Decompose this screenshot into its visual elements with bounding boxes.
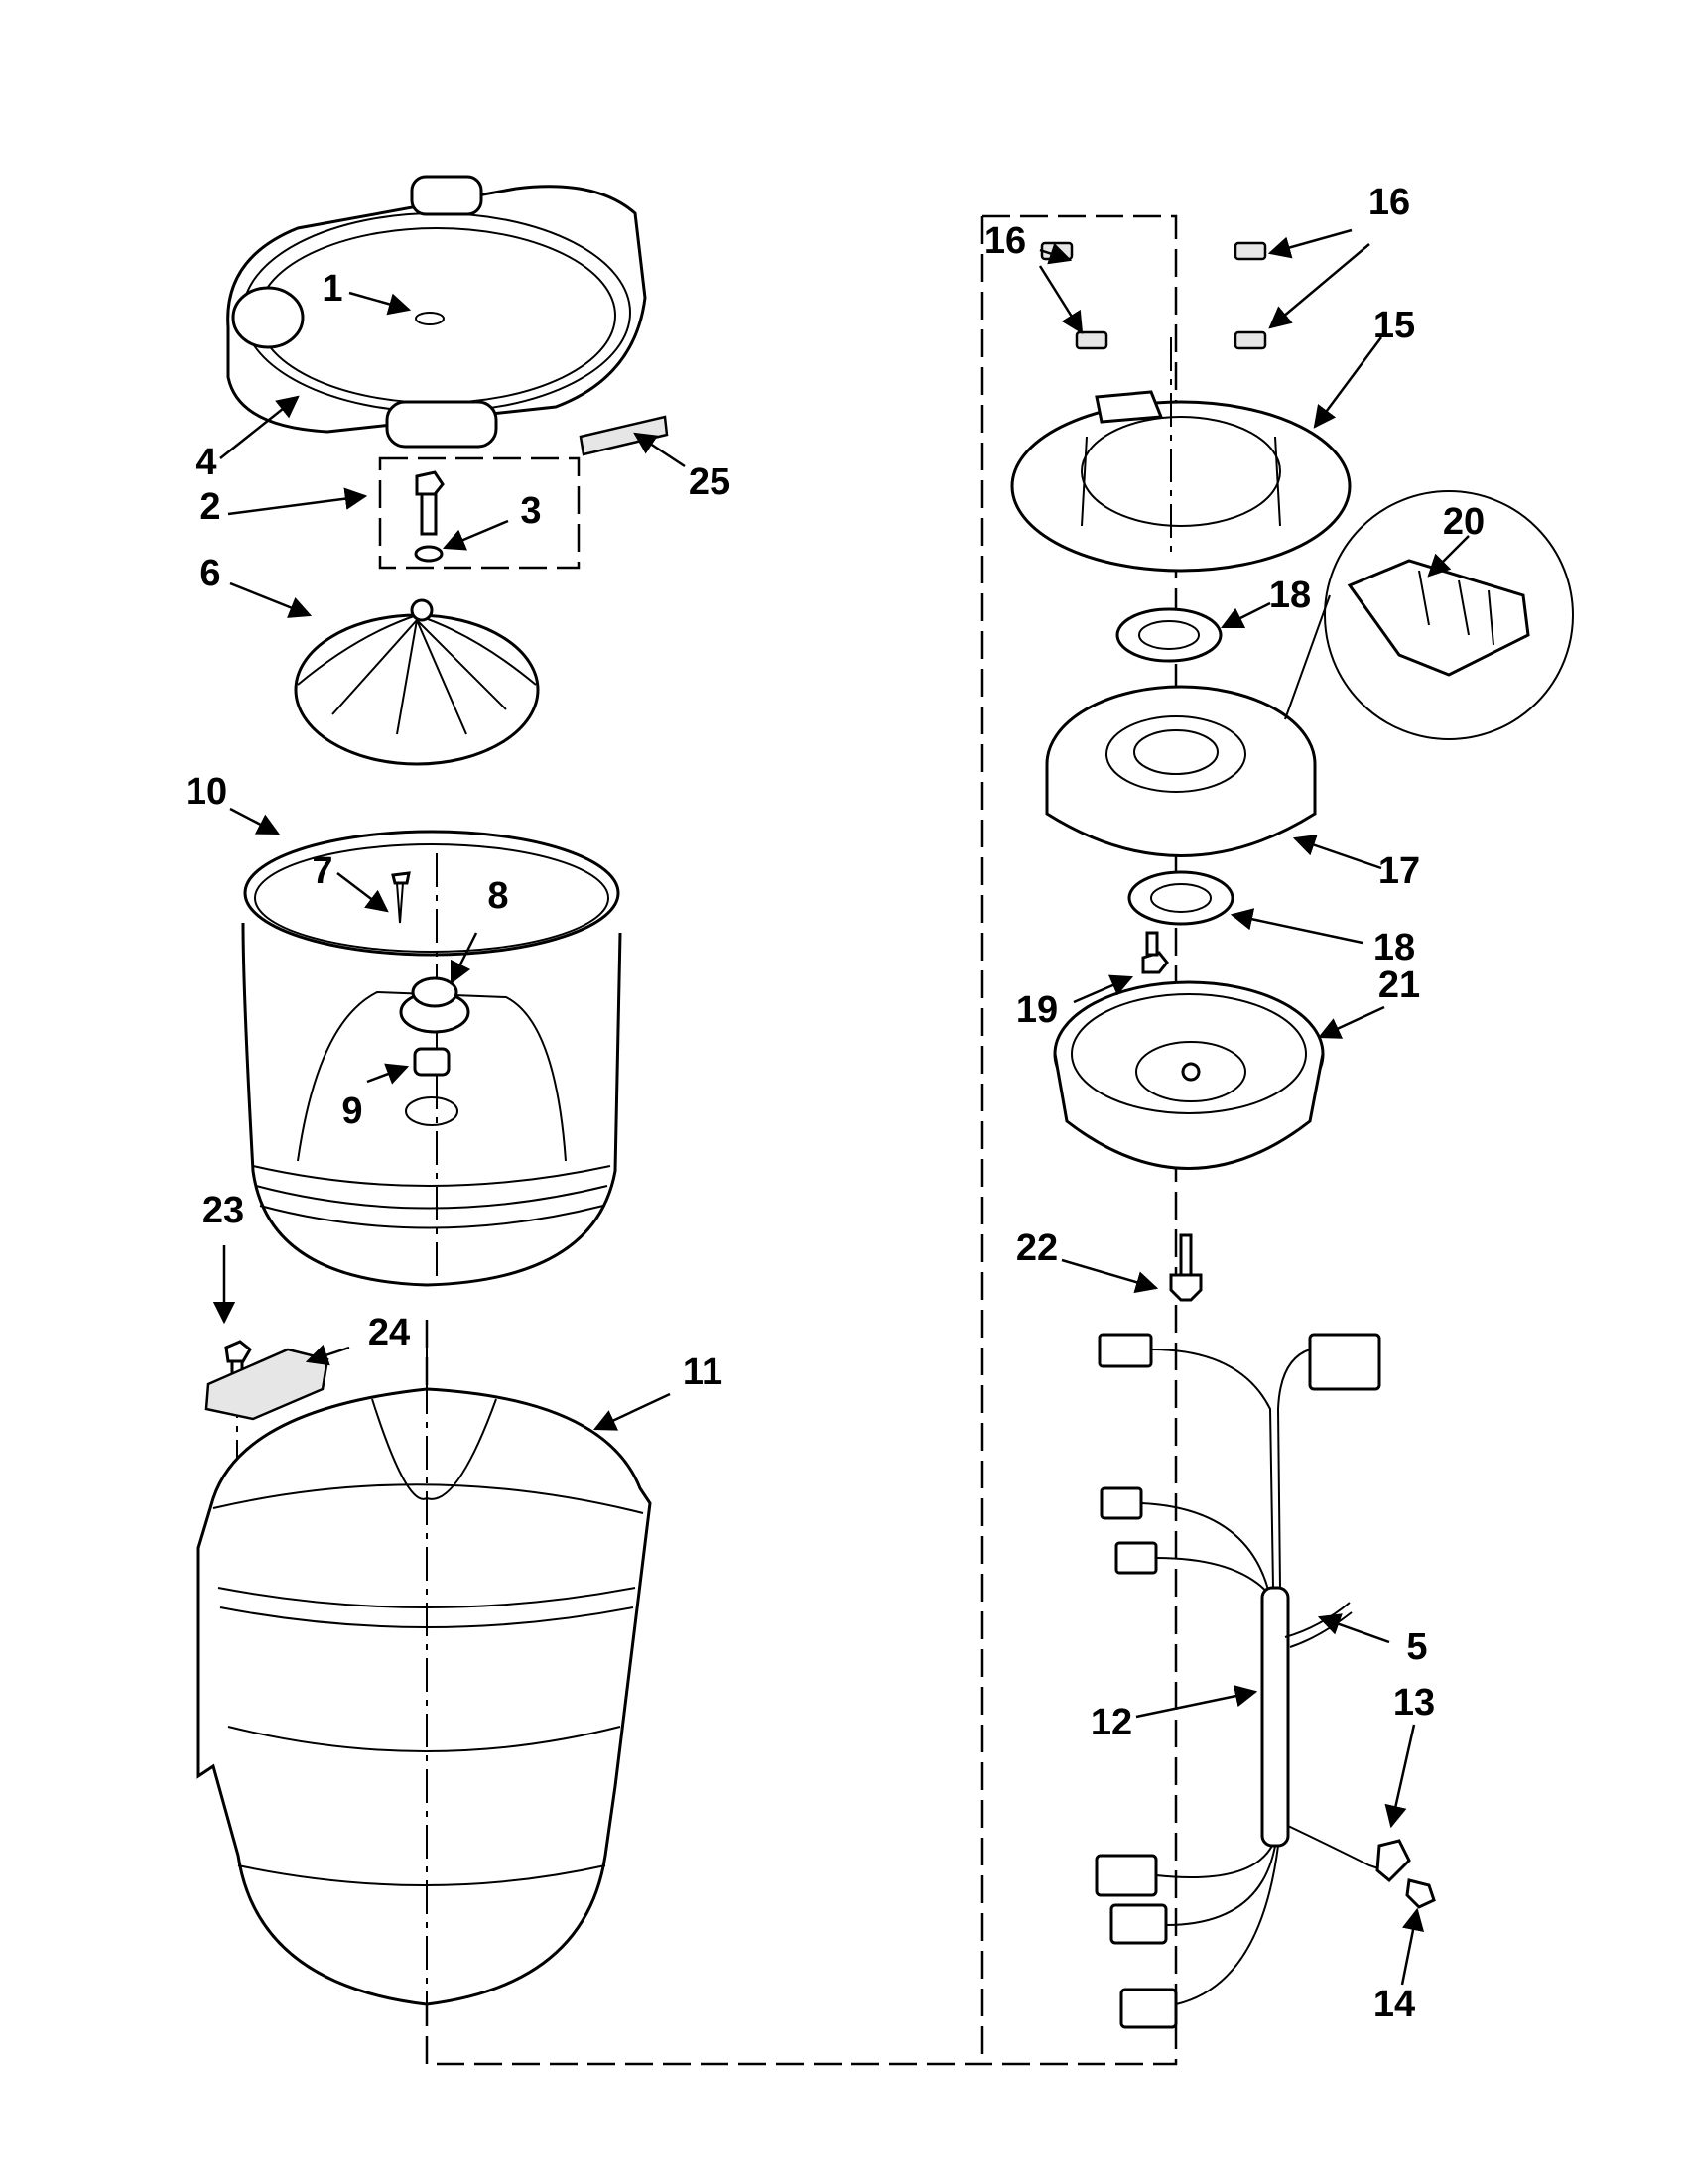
callout-12: 12 <box>1091 1702 1132 1743</box>
callout-19: 19 <box>1016 989 1058 1031</box>
stator-bolt-part <box>1141 931 1169 974</box>
callout-18-upper: 18 <box>1269 575 1311 616</box>
clip-parts <box>1040 241 1267 350</box>
leader-lines <box>212 228 1470 1986</box>
callout-24: 24 <box>368 1312 410 1353</box>
callout-14: 14 <box>1373 1984 1415 2025</box>
callout-16-left: 16 <box>984 220 1026 262</box>
callout-1: 1 <box>322 268 342 310</box>
callout-13: 13 <box>1393 1682 1435 1724</box>
callout-5: 5 <box>1406 1626 1427 1668</box>
connector-callout-circle <box>1284 490 1574 740</box>
label-strip-part <box>579 415 669 456</box>
callout-18-lower: 18 <box>1373 927 1415 968</box>
wire-harness-part <box>1095 1333 1385 2029</box>
callout-16-right: 16 <box>1368 182 1410 223</box>
gear-part <box>405 1047 458 1126</box>
tub-ring-part <box>226 175 647 449</box>
screw-part <box>391 871 411 924</box>
callout-11: 11 <box>683 1351 722 1393</box>
rotor-bolt-part <box>1169 1233 1203 1302</box>
callout-23: 23 <box>202 1190 244 1231</box>
ground-screw-part <box>1405 1878 1436 1909</box>
shim-ring-upper-part <box>1115 607 1223 663</box>
callout-3: 3 <box>520 490 541 532</box>
stator-part <box>1045 685 1317 857</box>
callout-17: 17 <box>1378 850 1420 892</box>
callout-25: 25 <box>689 461 730 503</box>
callout-10: 10 <box>186 771 227 813</box>
outer-tub-part <box>196 1325 652 2024</box>
callout-4: 4 <box>195 442 216 483</box>
ground-clamp-part <box>1375 1839 1411 1883</box>
bolt-and-washer-group <box>378 456 581 570</box>
mounting-bracket-part <box>204 1348 329 1421</box>
callout-22: 22 <box>1016 1227 1058 1269</box>
callout-2: 2 <box>199 486 220 528</box>
stator-mount-ring-part <box>1010 337 1352 573</box>
impeller-plate-part <box>294 598 540 766</box>
callout-8: 8 <box>487 875 508 917</box>
callout-labels: 1 4 2 3 25 6 10 7 8 9 23 24 11 16 16 15 … <box>186 182 1485 2025</box>
shim-ring-lower-part <box>1127 870 1234 926</box>
callout-20: 20 <box>1443 501 1485 543</box>
callout-9: 9 <box>341 1091 362 1132</box>
callout-6: 6 <box>199 553 220 594</box>
callout-7: 7 <box>312 850 332 892</box>
wash-basket-part <box>241 830 622 1287</box>
rotor-part <box>1053 980 1325 1170</box>
callout-21: 21 <box>1378 964 1420 1006</box>
callout-15: 15 <box>1373 305 1415 346</box>
hub-part <box>399 976 470 1034</box>
